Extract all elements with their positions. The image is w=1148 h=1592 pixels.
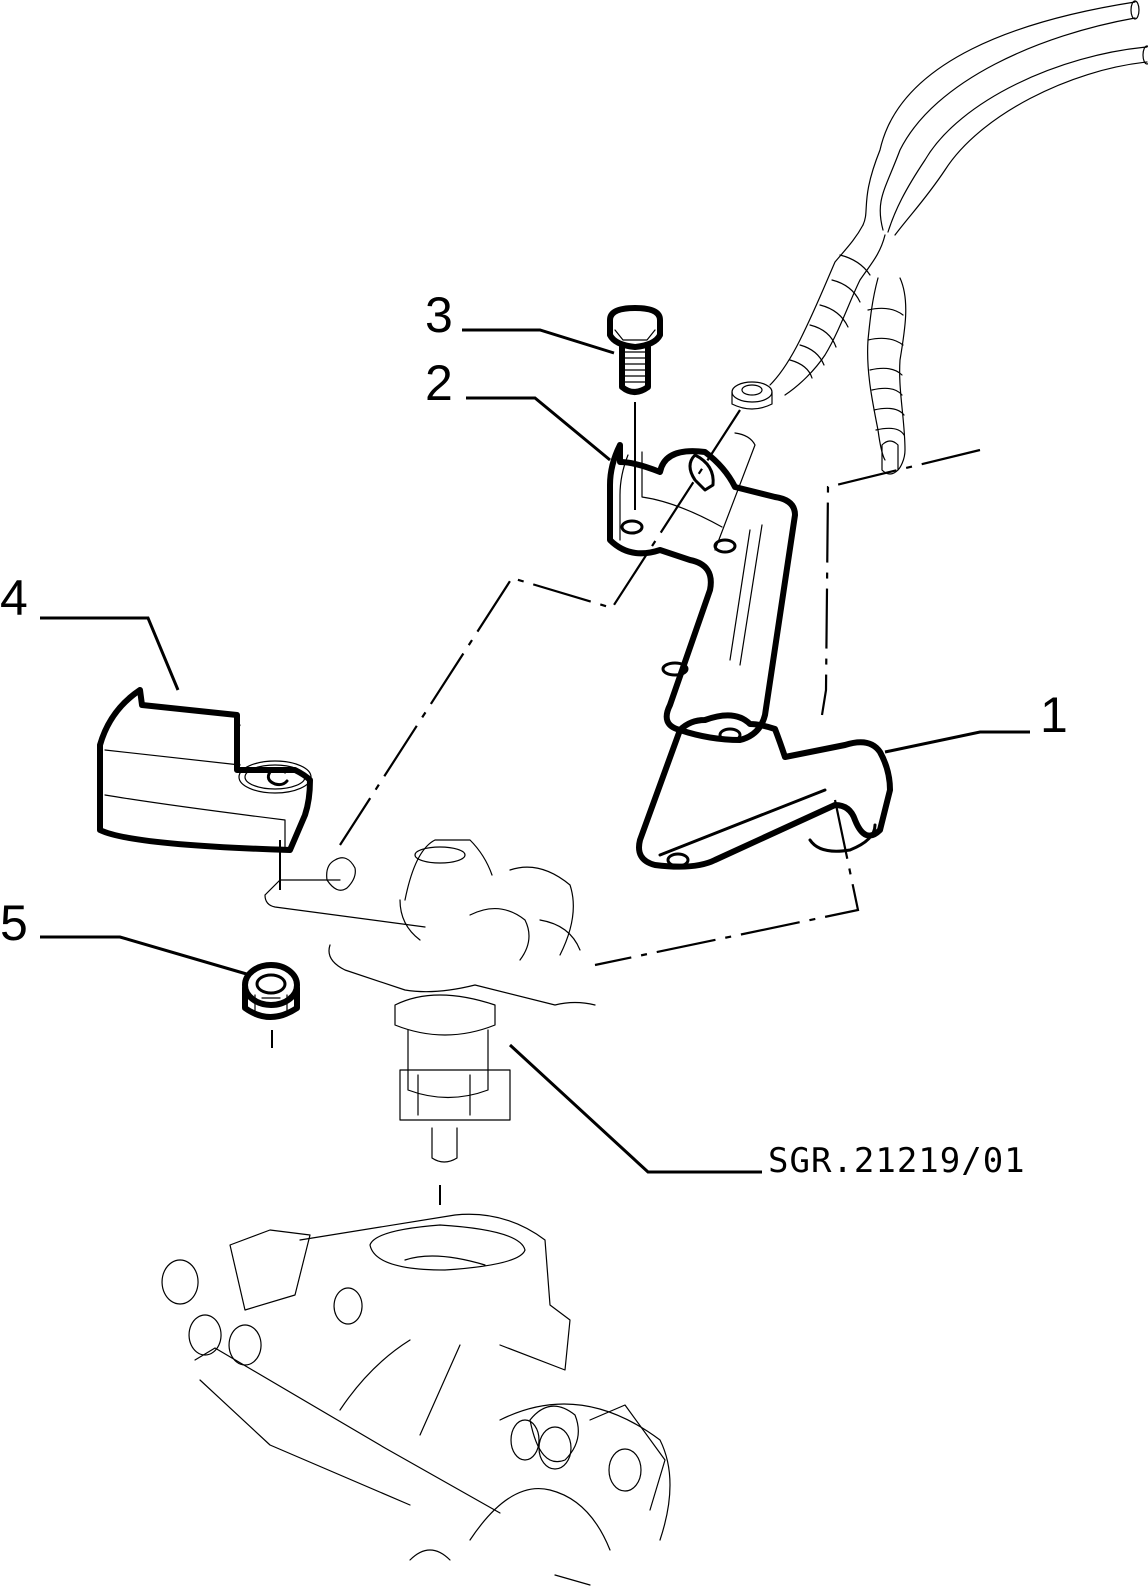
callout-2: 2	[425, 355, 453, 411]
sensor-cover-part	[97, 687, 313, 853]
reference-code: SGR.21219/01	[768, 1141, 1026, 1181]
upper-bracket-part	[607, 432, 798, 743]
bolt-part	[607, 305, 663, 395]
intake-manifold	[161, 1213, 671, 1586]
gear-cables	[731, 0, 1148, 475]
callout-3: 3	[425, 287, 453, 343]
leader-lines	[40, 328, 1030, 1174]
callout-1: 1	[1040, 687, 1068, 743]
actuator-assembly	[264, 839, 596, 1163]
lower-bracket-part	[636, 712, 893, 870]
callout-labels: 1 2 3 4 5 SGR.21219/01	[0, 287, 1068, 1181]
callout-4: 4	[0, 570, 28, 626]
callout-5: 5	[0, 895, 28, 951]
nut-part	[242, 962, 300, 1020]
